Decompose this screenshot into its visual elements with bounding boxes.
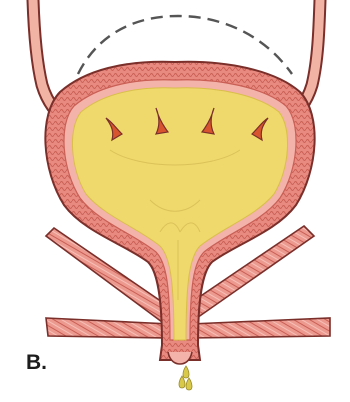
droplet-1 [183, 366, 189, 378]
panel-label: B. [26, 352, 47, 373]
droplet-3 [186, 378, 192, 390]
urine-droplets [179, 366, 192, 390]
urethra-opening [168, 352, 192, 364]
